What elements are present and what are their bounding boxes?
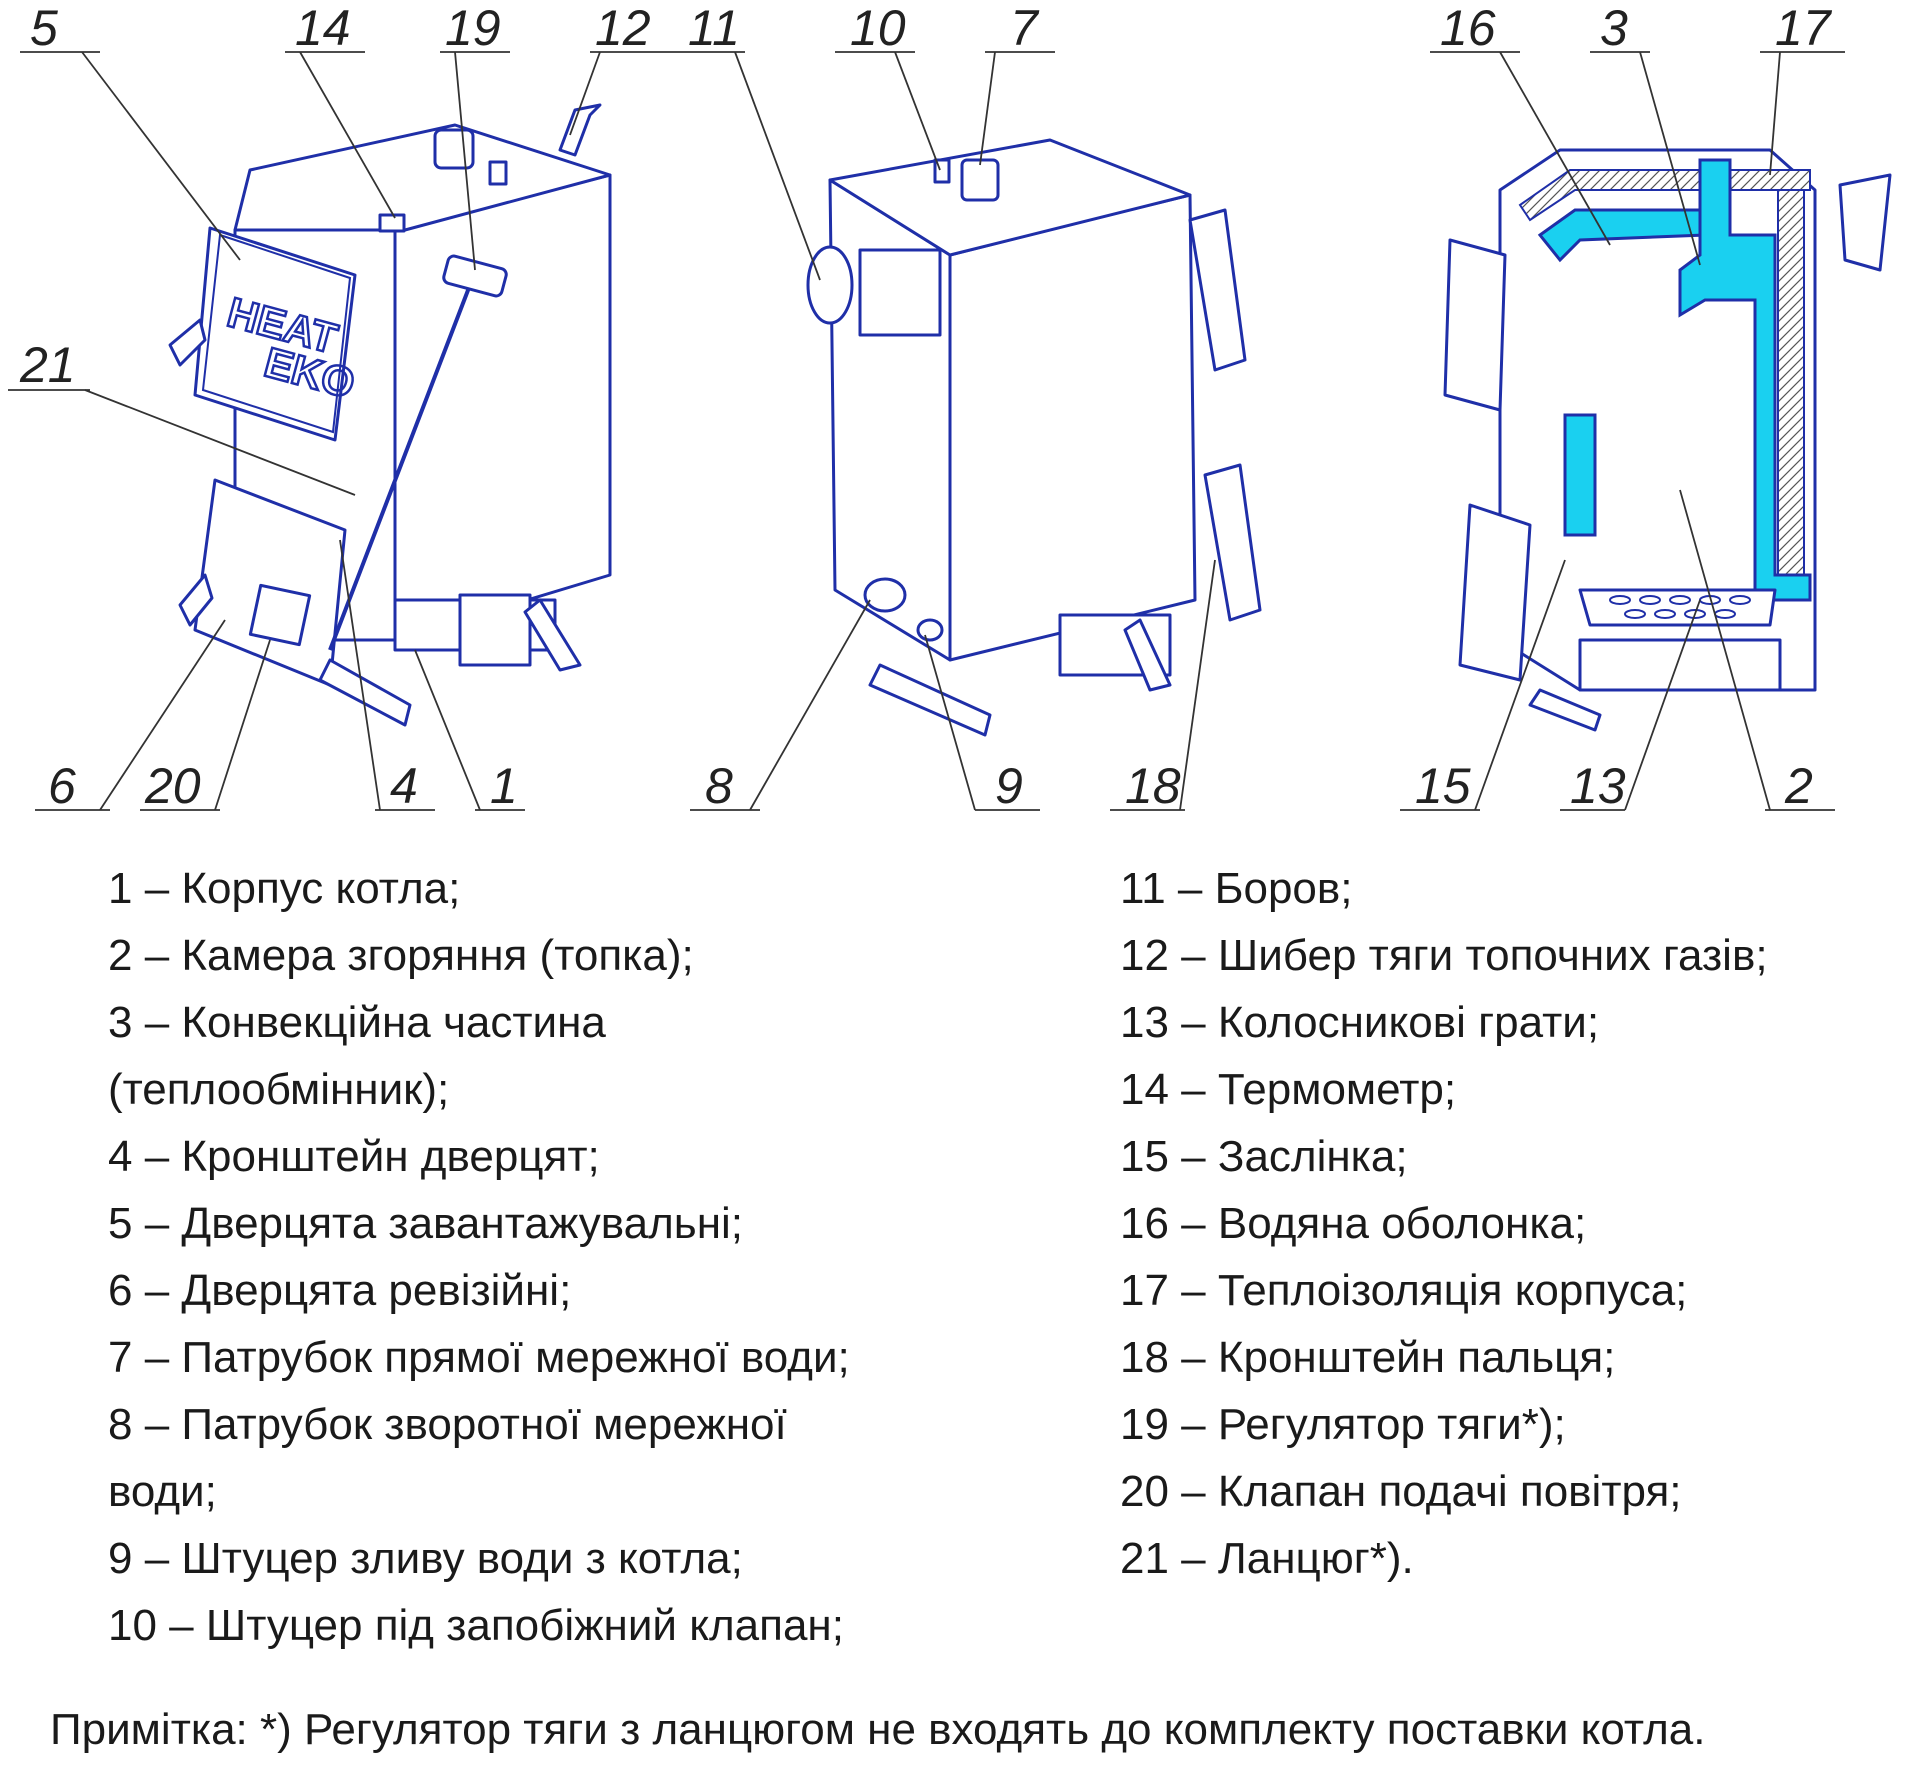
supply-pipe — [960, 158, 1000, 202]
leg-left — [318, 658, 412, 727]
boiler-body-side — [393, 173, 612, 642]
legend-item-21: 21 – Ланцюг*). — [1120, 1534, 1414, 1583]
return-pipe — [863, 577, 907, 613]
legend-item-11: 11 – Боров; — [1120, 864, 1353, 913]
legend-item-4: 4 – Кронштейн дверцят; — [108, 1132, 600, 1181]
callout-8: 8 — [705, 758, 733, 814]
legend-item-15: 15 – Заслінка; — [1120, 1132, 1408, 1181]
flue-outlet — [806, 245, 854, 325]
drain-fitting — [916, 618, 944, 642]
section-insulation-top — [1518, 169, 1811, 222]
section-loading-door — [1443, 238, 1507, 412]
legend-item-12: 12 – Шибер тяги топочних газів; — [1120, 931, 1768, 980]
draft-regulator — [442, 254, 508, 298]
callout-9: 9 — [995, 758, 1023, 814]
leg-right — [523, 598, 582, 672]
side-door-top — [1188, 208, 1247, 372]
callout-numbers: 5 14 19 12 11 10 7 16 3 17 21 6 20 4 1 8… — [19, 0, 1833, 814]
legend-item-10: 10 – Штуцер під запобіжний клапан; — [108, 1601, 844, 1650]
legend-item-14: 14 – Термометр; — [1120, 1065, 1457, 1114]
legend-item-6: 6 – Дверцята ревізійні; — [108, 1266, 572, 1315]
callout-14: 14 — [295, 0, 351, 56]
air-valve — [248, 583, 312, 647]
boiler-front-view: HEAT EKO — [168, 103, 612, 727]
boiler-rear-view — [806, 138, 1262, 737]
callout-20: 20 — [144, 758, 201, 814]
legend-left-column: 1 – Корпус котла; 2 – Камера згоряння (т… — [108, 855, 1008, 1659]
water-jacket-left — [1563, 413, 1597, 537]
boiler-top — [233, 123, 612, 232]
legend-item-16: 16 – Водяна оболонка; — [1120, 1199, 1587, 1248]
rear-top — [828, 138, 1192, 257]
leader-lines — [8, 51, 1845, 811]
section-leg — [1528, 688, 1602, 732]
flue-box — [858, 248, 942, 337]
section-revision-door — [1458, 503, 1532, 682]
legend-item-8: 8 – Патрубок зворотної мережної води; — [108, 1400, 787, 1516]
thermometer — [378, 213, 406, 233]
legend-item-18: 18 – Кронштейн пальця; — [1120, 1333, 1616, 1382]
callout-4: 4 — [390, 758, 418, 814]
callout-1: 1 — [490, 758, 518, 814]
callout-13: 13 — [1570, 758, 1626, 814]
flue-collar — [433, 128, 475, 170]
callout-19: 19 — [445, 0, 501, 56]
callout-21: 21 — [19, 337, 76, 393]
legend-item-5: 5 – Дверцята завантажувальні; — [108, 1199, 743, 1248]
legend-item-7: 7 – Патрубок прямої мережної води; — [108, 1333, 850, 1382]
callout-17: 17 — [1775, 0, 1833, 56]
boiler-section-view — [1443, 148, 1892, 732]
legend-item-20: 20 – Клапан подачі повітря; — [1120, 1467, 1682, 1516]
callout-16: 16 — [1440, 0, 1496, 56]
footnote: Примітка: *) Регулятор тяги з ланцюгом н… — [50, 1705, 1706, 1754]
boiler-diagram: HEAT EKO — [8, 0, 1892, 814]
legend-item-1: 1 – Корпус котла; — [108, 864, 461, 913]
legend-item-13: 13 – Колосникові грати; — [1120, 998, 1600, 1047]
rear-body-right — [948, 193, 1197, 662]
legend-right-column: 11 – Боров; 12 – Шибер тяги топочних газ… — [1120, 855, 1910, 1592]
rear-leg-left — [868, 663, 992, 737]
callout-3: 3 — [1600, 0, 1628, 56]
callout-5: 5 — [30, 0, 58, 56]
callout-15: 15 — [1415, 758, 1471, 814]
legend-item-2: 2 – Камера згоряння (топка); — [108, 931, 694, 980]
section-insulation-right — [1777, 189, 1805, 601]
callout-12: 12 — [595, 0, 651, 56]
section-damper — [1838, 173, 1892, 272]
finger-bracket — [1203, 463, 1262, 622]
callout-10: 10 — [850, 0, 906, 56]
draft-chain — [328, 284, 472, 651]
flue-damper-lever — [558, 103, 602, 157]
callout-7: 7 — [1010, 0, 1040, 56]
convective-part — [1678, 158, 1812, 602]
callout-2: 2 — [1784, 758, 1813, 814]
legend-item-3: 3 – Конвекційна частина (теплообмінник); — [108, 998, 606, 1114]
legend-item-17: 17 – Теплоізоляція корпуса; — [1120, 1266, 1688, 1315]
callout-18: 18 — [1125, 758, 1181, 814]
legend-item-19: 19 – Регулятор тяги*); — [1120, 1400, 1566, 1449]
rear-leg-right — [1123, 618, 1172, 692]
callout-11: 11 — [688, 0, 740, 56]
loading-door-handle — [168, 318, 207, 367]
legend-item-9: 9 – Штуцер зливу води з котла; — [108, 1534, 743, 1583]
callout-6: 6 — [48, 758, 76, 814]
